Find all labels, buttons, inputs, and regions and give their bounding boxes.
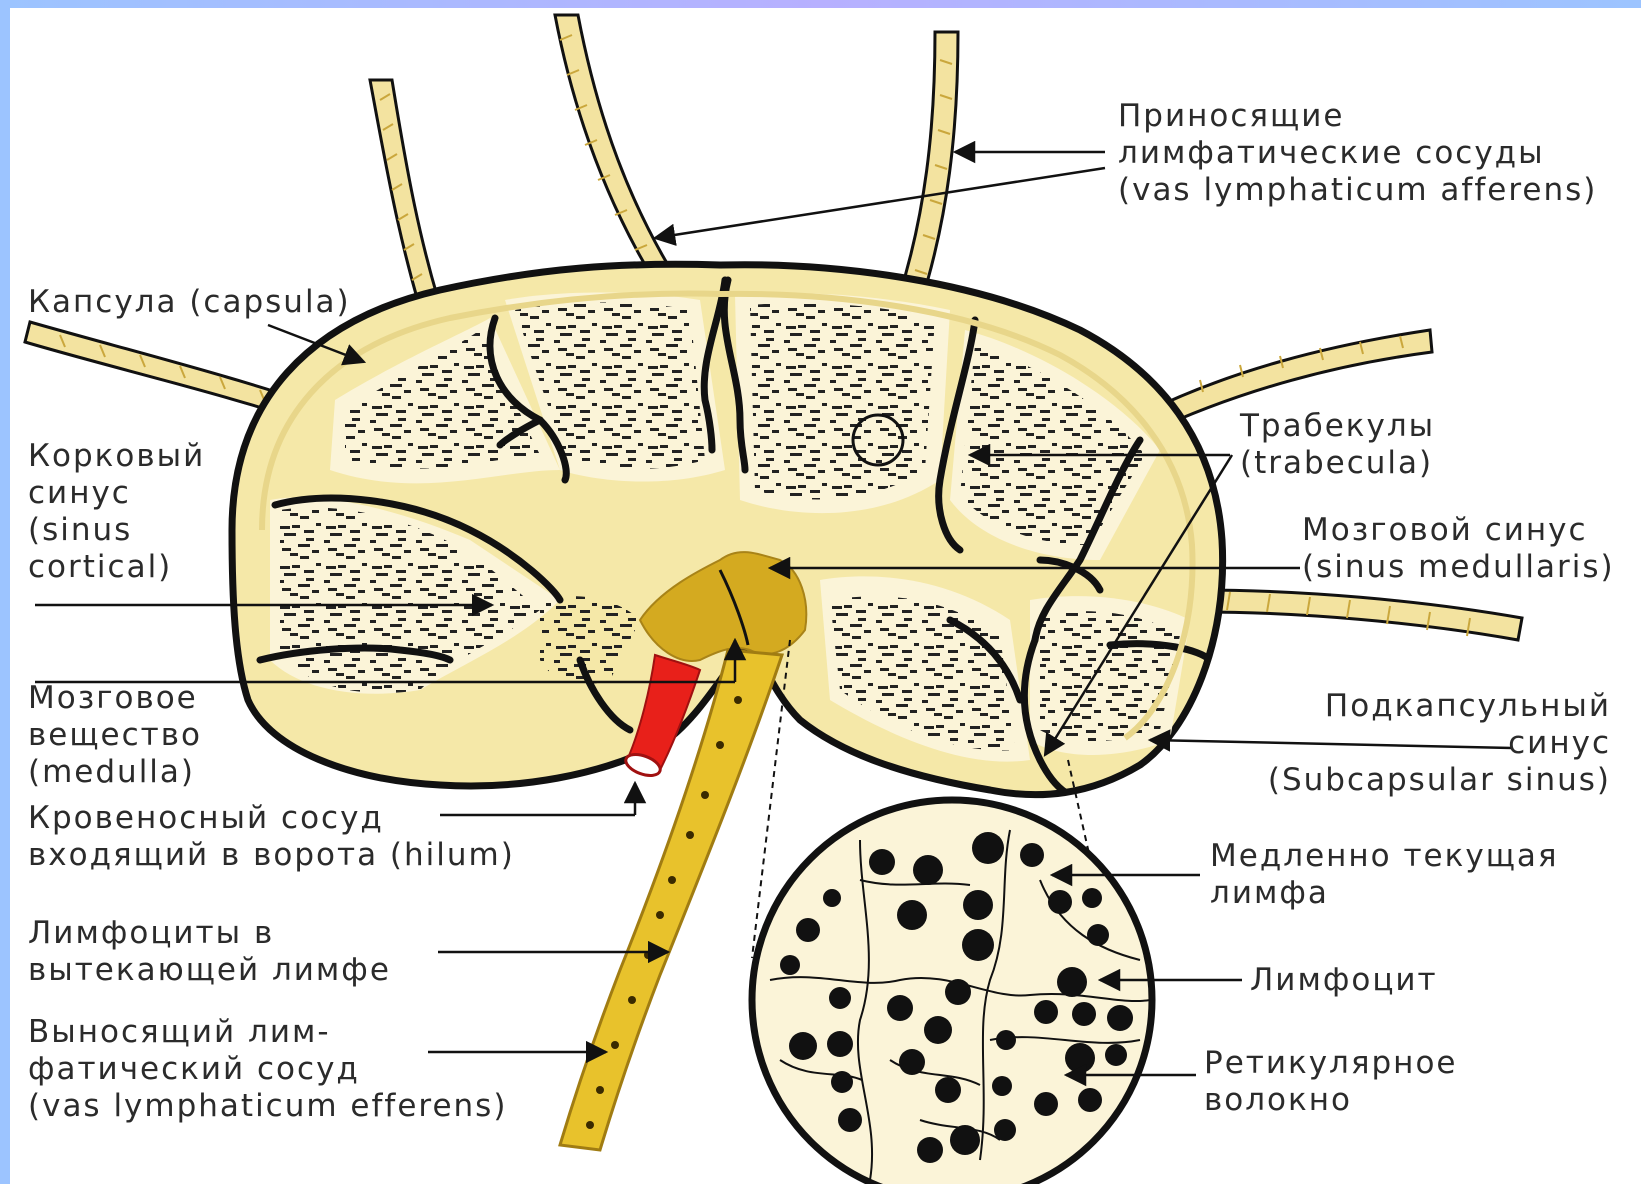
label-afferent-vessels: Приносящие лимфатические сосуды (vas lym… bbox=[1118, 98, 1597, 209]
label-reticular-fiber: Ретикулярное волокно bbox=[1204, 1045, 1458, 1119]
magnified-view bbox=[752, 800, 1152, 1184]
label-cortical-sinus: Корковый синус (sinus cortical) bbox=[28, 438, 205, 586]
label-slow-lymph: Медленно текущая лимфа bbox=[1210, 838, 1559, 912]
label-efferent-vessel: Выносящий лим- фатический сосуд (vas lym… bbox=[28, 1014, 507, 1125]
label-medulla: Мозговое вещество (medulla) bbox=[28, 680, 202, 791]
label-lymphocytes-efferent: Лимфоциты в вытекающей лимфе bbox=[28, 915, 391, 989]
label-medullary-sinus: Мозговой синус (sinus medullaris) bbox=[1302, 512, 1615, 586]
label-subcapsular-sinus: Подкапсульный синус (Subcapsular sinus) bbox=[1268, 688, 1611, 799]
label-trabecula: Трабекулы (trabecula) bbox=[1240, 408, 1435, 482]
label-capsule: Капсула (capsula) bbox=[28, 284, 351, 321]
label-blood-vessel: Кровеносный сосуд входящий в ворота (hil… bbox=[28, 800, 515, 874]
label-lymphocyte: Лимфоцит bbox=[1250, 962, 1438, 999]
